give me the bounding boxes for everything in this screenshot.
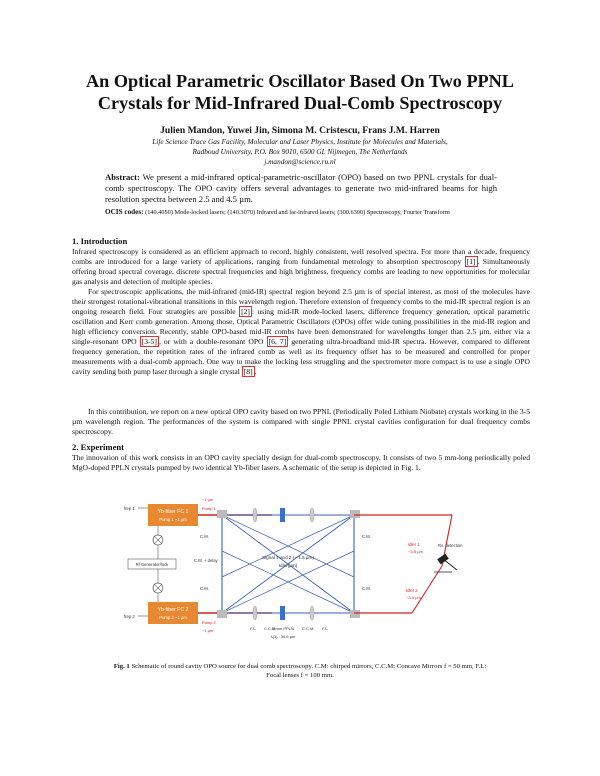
caption-label: Fig. 1 (113, 663, 130, 670)
focal-lens (252, 605, 258, 621)
text-run: generating ultra-broadband mid-IR spectr… (72, 336, 531, 376)
citation-link[interactable]: [8] (241, 365, 255, 377)
pump-2-label: Pump 2 (202, 620, 217, 625)
wavelength-label: λ(1) : 30.6 µm (271, 634, 296, 639)
mirror-block (217, 610, 227, 618)
concave-mirror (309, 507, 315, 523)
affiliation-line-2: Radboud University, P.O. Box 9010, 6500 … (192, 147, 408, 156)
concave-mirror-label: C.C.M. (302, 626, 314, 631)
mirror-block (350, 610, 360, 618)
chirped-mirror-label: C.M. (200, 534, 209, 539)
yb-fiber-laser-2 (148, 602, 198, 624)
intro-paragraph-1: Infrared spectroscopy is considered as a… (72, 247, 530, 287)
author-email[interactable]: j.mandon@science.ru.nl (264, 157, 336, 166)
frep-2-label: frep 2 (124, 614, 135, 619)
ocis-label: OCIS codes: (105, 208, 144, 216)
ppln-label: 5 mm PPLN (272, 626, 294, 631)
concave-mirror (309, 605, 315, 621)
text-run: In this contribution, we report on a new… (72, 407, 530, 436)
idler-label: Idler(µm) (279, 563, 298, 568)
text-run: , or with a double-resonant OPO (158, 336, 264, 346)
abstract-text: We present a mid-infrared optical-parame… (105, 172, 497, 204)
paper-title: An Optical Parametric Oscillator Based O… (40, 70, 560, 114)
focal-lens (252, 507, 258, 523)
laser-2-label: Yb-fiber FC 2 (158, 607, 189, 613)
frep-1-label: frep 1 (124, 506, 135, 511)
figure-1-schematic: Yb-fiber FC 1 Pump 1 ~1 µm Yb-fiber FC 2… (124, 497, 463, 639)
laser-1-label: Yb-fiber FC 1 (158, 509, 189, 515)
figure-1-caption: Fig. 1 Schematic of round cavity OPO sou… (70, 662, 530, 680)
citation-link[interactable]: [2] (239, 305, 252, 317)
citation-link[interactable]: [1] (464, 255, 478, 267)
focal-lens-label: F.L. (322, 626, 328, 631)
laser-1-sublabel: Pump 1 ~1 µm (159, 517, 187, 522)
title-line-1: An Optical Parametric Oscillator Based O… (86, 71, 514, 91)
mirror-block (350, 510, 360, 518)
text-run: : using mid-IR mode-locked lasers, diffe… (72, 306, 530, 346)
chirped-mirror-delay-label: C.M. + delay (194, 558, 219, 563)
idler-2-wavelength: ~3-5 µm (406, 595, 422, 600)
text-run: For spectroscopic applications, the mid-… (72, 287, 530, 316)
laser-2-sublabel: Pump 2 ~1 µm (159, 615, 187, 620)
chirped-mirror-label: C.M. (362, 534, 371, 539)
idler-1-label: Idler 1 (408, 542, 420, 547)
experiment-paragraph-1: The innovation of this work consists in … (72, 453, 530, 472)
chirped-mirror-label: C.M. (362, 586, 371, 591)
ppln-crystal-2 (280, 606, 285, 620)
caption-text: Schematic of round cavity OPO source for… (129, 663, 487, 670)
text-run: . (254, 366, 257, 376)
rf-generator-box (127, 558, 177, 570)
text-run: . Simultaneously offering broad spectral… (72, 256, 531, 286)
idler-2-label: Idler 2 (406, 588, 418, 593)
signal-label: Signal 1 and 2 (~ 1.5 µm) (262, 555, 314, 560)
citation-link[interactable]: [6, 7] (266, 335, 289, 347)
text-run: Infrared spectroscopy is considered as a… (72, 247, 530, 266)
pump-1-wavelength: ~1 µm (202, 497, 214, 502)
intro-paragraph-2: For spectroscopic applications, the mid-… (72, 287, 530, 377)
affiliation-line-1: Life Science Trace Gas Facility, Molecul… (152, 137, 448, 146)
caption-line-2: Focal lenses f = 100 mm. (266, 672, 334, 679)
detector-label: Rx. detection (438, 543, 463, 548)
ocis-text: (140.4050) Mode-locked lasers; (140.3070… (145, 209, 450, 216)
title-line-2: Crystals for Mid-Infrared Dual-Comb Spec… (97, 93, 503, 113)
ppln-crystal-1 (280, 508, 285, 522)
author-list: Julien Mandon, Yuwei Jin, Simona M. Cris… (160, 125, 440, 136)
chirped-mirror-label: C.M. (200, 586, 209, 591)
abstract: Abstract: We present a mid-infrared opti… (105, 172, 497, 205)
pump-1-label: Pump 1 (202, 506, 217, 511)
intro-paragraph-3: In this contribution, we report on a new… (72, 407, 530, 437)
section-heading-introduction: 1. Introduction (72, 236, 128, 246)
focal-lens-label: F.L. (250, 626, 256, 631)
section-heading-experiment: 2. Experiment (72, 442, 125, 452)
abstract-label: Abstract: (105, 172, 140, 182)
rf-generator-label: Rf Generator/lock (136, 562, 170, 567)
idler-1-wavelength: ~3-5 µm (408, 549, 424, 554)
mirror-block (217, 510, 227, 518)
pump-2-wavelength: ~1 µm (202, 628, 214, 633)
citation-link[interactable]: [3-5] (139, 335, 159, 347)
yb-fiber-laser-1 (148, 504, 198, 526)
ocis-codes: OCIS codes: (140.4050) Mode-locked laser… (105, 208, 497, 218)
concave-mirror-label: C.C.M. (264, 626, 276, 631)
